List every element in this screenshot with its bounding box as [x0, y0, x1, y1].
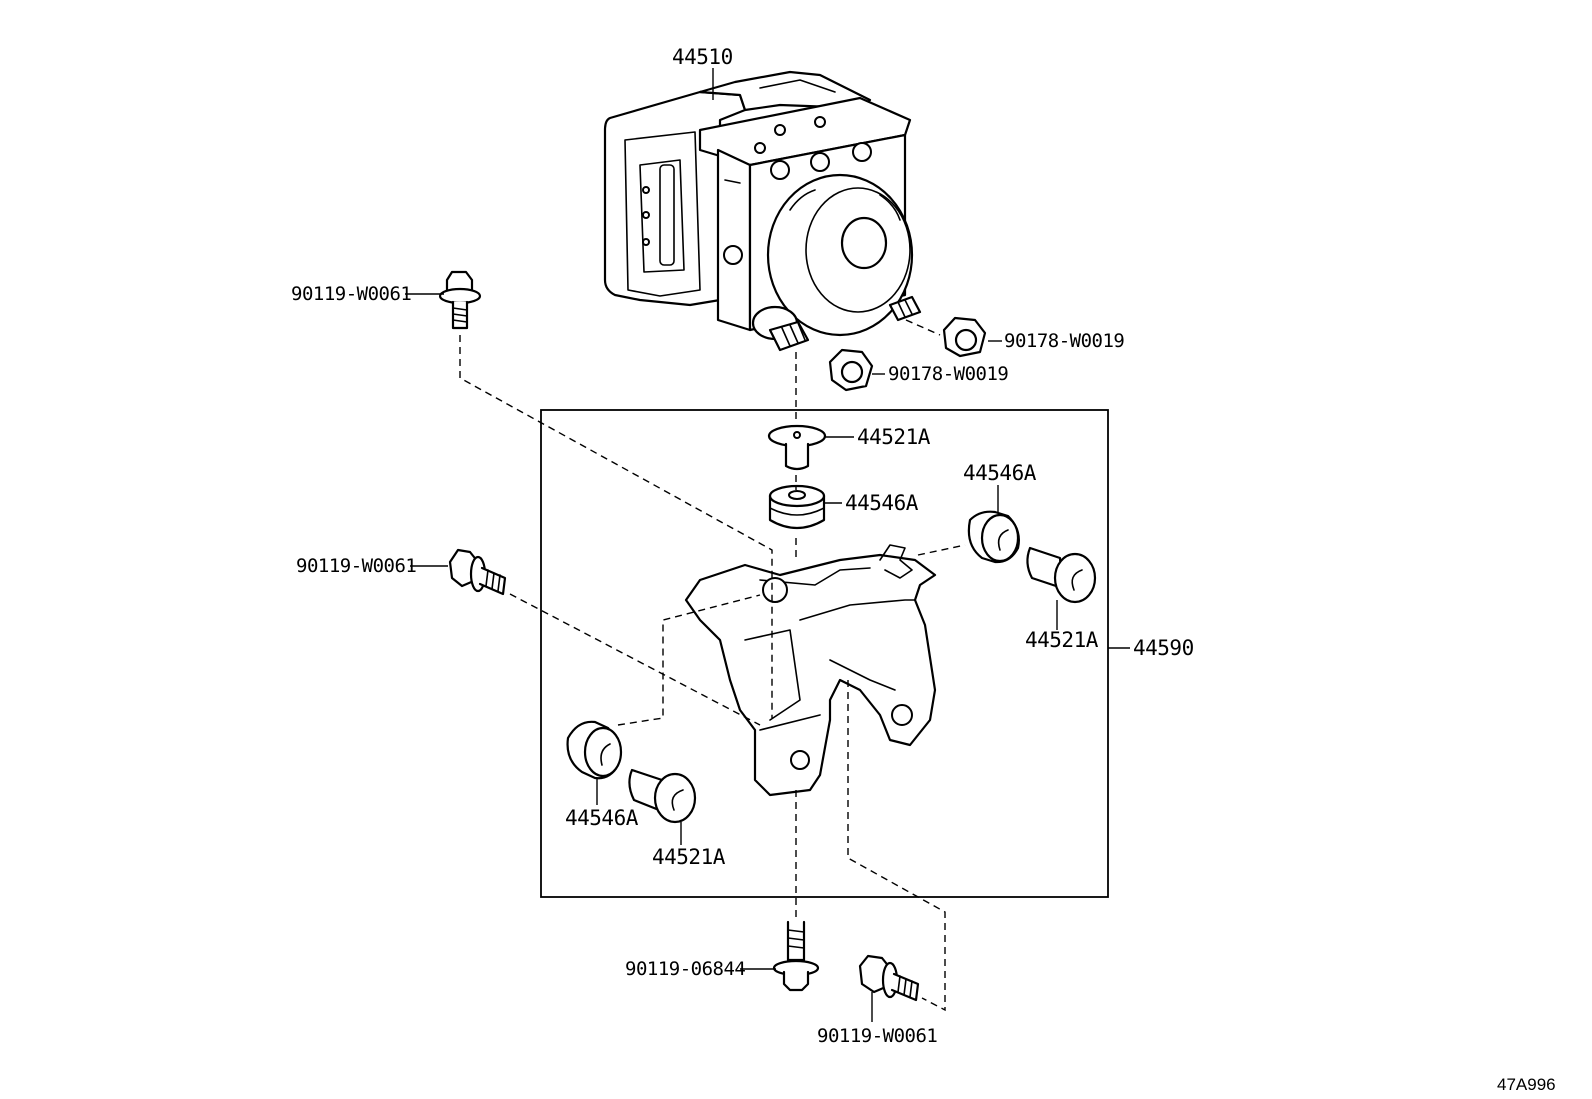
assembly-lines	[459, 319, 966, 1012]
leader-lines	[405, 68, 1130, 1022]
label-nut-right: 90178-W0019	[1004, 330, 1124, 352]
collar-left[interactable]	[628, 768, 697, 824]
collar-top[interactable]	[767, 424, 827, 471]
label-nut-center: 90178-W0019	[888, 363, 1008, 385]
abs-bracket[interactable]	[684, 544, 937, 797]
bolt-bottom-center[interactable]	[772, 920, 820, 992]
abs-actuator[interactable]	[603, 70, 922, 352]
bolt-bottom-right[interactable]	[858, 954, 920, 1002]
collar-right[interactable]	[1026, 546, 1097, 604]
bracket-assembly-box	[540, 409, 1109, 898]
label-bolt-mid-left: 90119-W0061	[296, 555, 416, 577]
bolt-top-left[interactable]	[438, 270, 482, 330]
cushion-left[interactable]	[566, 720, 623, 780]
label-bolt-bottom-center: 90119-06844	[625, 958, 745, 980]
label-cushion-right: 44546A	[963, 461, 1037, 485]
label-collar-top: 44521A	[857, 425, 931, 449]
bolt-mid-left[interactable]	[448, 548, 507, 596]
nut-right[interactable]	[942, 316, 987, 358]
cushion-top[interactable]	[768, 484, 826, 530]
label-collar-right: 44521A	[1025, 628, 1099, 652]
label-cushion-left: 44546A	[565, 806, 639, 830]
nut-center[interactable]	[828, 348, 874, 392]
label-cushion-top: 44546A	[845, 491, 919, 515]
label-bolt-top-left: 90119-W0061	[291, 283, 411, 305]
label-bracket-assy: 44590	[1133, 636, 1194, 660]
cushion-right[interactable]	[967, 510, 1020, 564]
label-actuator: 44510	[672, 45, 733, 69]
label-collar-left: 44521A	[652, 845, 726, 869]
drawing-code: 47A996	[1497, 1075, 1556, 1094]
label-bolt-bottom-right: 90119-W0061	[817, 1025, 937, 1047]
